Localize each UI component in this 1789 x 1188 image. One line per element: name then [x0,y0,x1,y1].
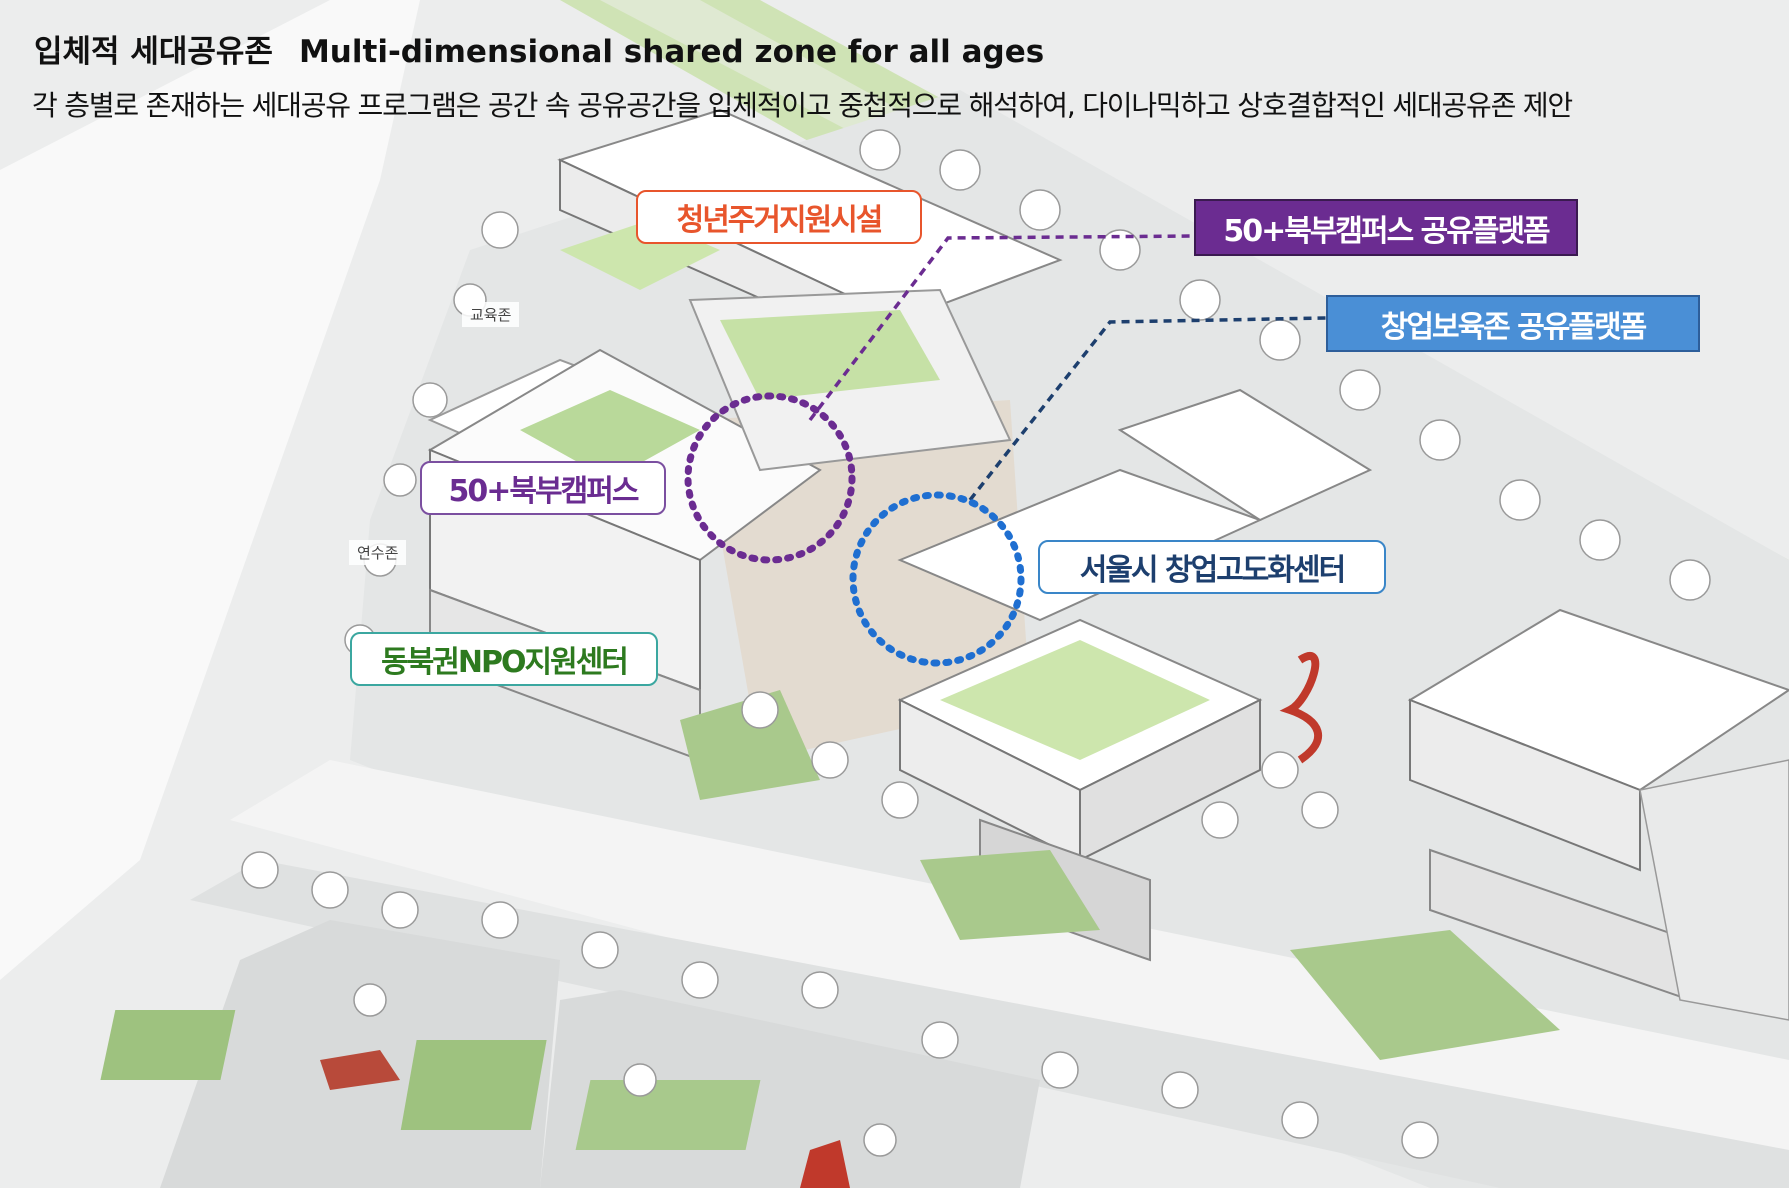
leader-line-purple [808,234,1195,422]
lawn-lower-1 [100,1010,236,1080]
callout-50-platform: 50+북부캠퍼스 공유플랫폼 [1194,199,1578,256]
red-sculpture-bottom [800,1140,850,1188]
zone-label-education: 교육존 [462,302,520,327]
title-korean: 입체적 세대공유존 [34,34,273,70]
river-area [0,0,420,980]
label-npo-center: 동북권NPO지원센터 [350,632,658,686]
red-sculpture-lower [320,1050,400,1090]
callout-startup-platform: 창업보육존 공유플랫폼 [1326,295,1700,352]
lawn-right-court [1290,930,1560,1060]
building-far-right-facade [1409,698,1641,872]
building-right-side [1079,698,1261,862]
lawn-center-court [920,850,1100,940]
red-sculpture-right [1279,652,1323,764]
lawn-lower-2 [575,1080,761,1150]
building-left-lawn [520,390,700,480]
building-right-lawn [940,640,1210,760]
label-50-campus: 50+북부캠퍼스 [420,461,666,515]
building-right-top [1117,388,1373,522]
highlight-circle-purple [684,392,856,564]
lawn-left-court [680,690,820,800]
zone-label-research: 연수존 [349,540,407,565]
lawn-lower-3 [400,1040,547,1130]
terrace-lawn [720,310,940,400]
leader-line-navy [968,316,1327,502]
title-english: Multi-dimensional shared zone for all ag… [298,34,1045,70]
label-startup-center: 서울시 창업고도화센터 [1038,540,1386,594]
page-subtitle: 각 층별로 존재하는 세대공유 프로그램은 공간 속 공유공간을 입체적이고 중… [32,89,1573,122]
label-youth-housing: 청년주거지원시설 [636,190,922,244]
highlight-circle-blue [849,491,1025,667]
page-title: 입체적 세대공유존 Multi-dimensional shared zone f… [34,26,1044,71]
greenhouse [1639,759,1789,1021]
